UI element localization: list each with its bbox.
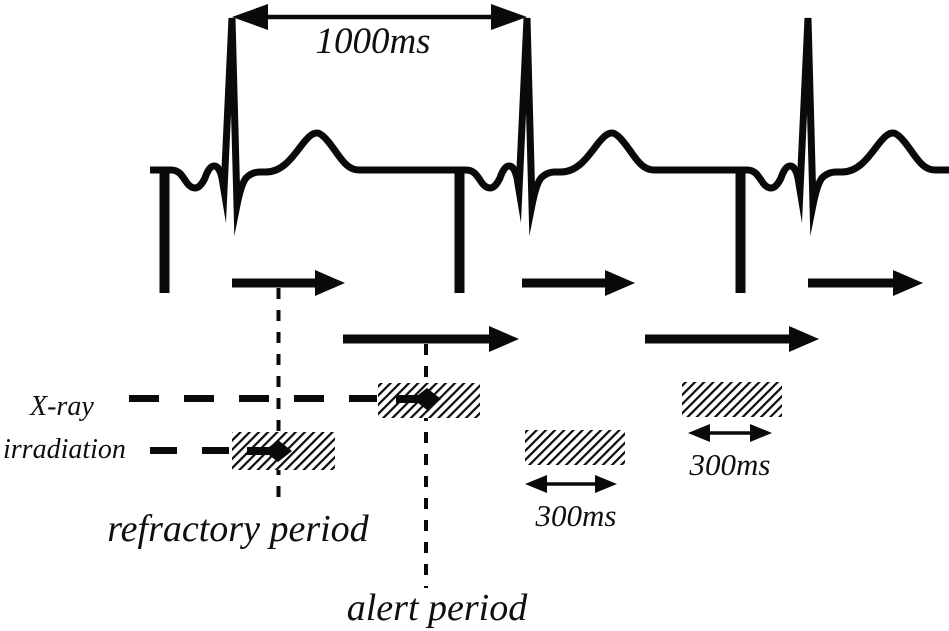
cycle-arrow-5: [645, 326, 819, 352]
duration-right-label: 300ms: [689, 447, 771, 482]
ecg-beat-2: [445, 18, 742, 293]
irradiation-window-4: [682, 382, 782, 417]
window-arrow-1: [247, 440, 292, 462]
duration-left-label: 300ms: [535, 498, 617, 533]
alert-period-label: alert period: [347, 587, 528, 629]
ecg-waveform: [150, 18, 949, 293]
xray-label-line1: X-ray: [29, 391, 94, 422]
refractory-period-label: refractory period: [107, 508, 369, 550]
cycle-arrow-3: [808, 270, 923, 296]
irradiation-window-3: [525, 430, 625, 465]
cycle-arrows-row2: [343, 326, 819, 352]
rr-interval-label: 1000ms: [315, 21, 430, 62]
cycle-arrows-row1: [232, 270, 923, 296]
window-arrow-2: [396, 388, 441, 410]
rr-arrow-right-head-icon: [491, 4, 527, 30]
xray-label-line2: irradiation: [3, 434, 126, 465]
rr-arrow-left-head-icon: [232, 4, 268, 30]
cycle-arrow-4: [343, 326, 519, 352]
duration-arrow-left: 300ms: [525, 475, 617, 533]
rr-interval-arrow: 1000ms: [232, 4, 527, 62]
cycle-arrow-2: [522, 270, 635, 296]
cycle-arrow-1: [232, 270, 345, 296]
duration-arrow-right: 300ms: [688, 424, 772, 482]
ecg-beat-3: [726, 18, 949, 293]
